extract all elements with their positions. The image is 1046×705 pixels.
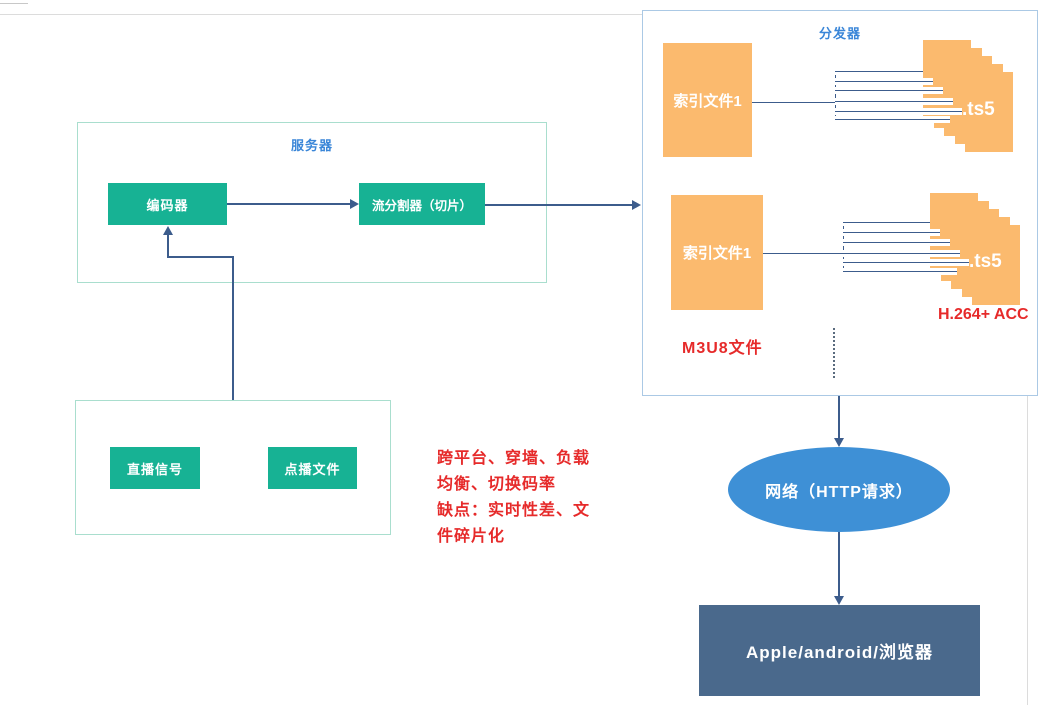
fan-2-branch-line bbox=[843, 219, 930, 226]
server-frame-title: 服务器 bbox=[290, 138, 333, 153]
stream-splitter-node-label: 流分割器（切片） bbox=[371, 198, 472, 213]
index1-to-fan-line bbox=[752, 102, 836, 103]
index-file-1-node: 索引文件1 bbox=[663, 43, 752, 157]
top-rule-line bbox=[0, 14, 642, 15]
index-file-2-node: 索引文件1 bbox=[671, 195, 763, 310]
live-signal-node-label: 直播信号 bbox=[126, 461, 183, 477]
elbow-to-encoder-line bbox=[167, 233, 169, 258]
fan-2-branch-line bbox=[843, 268, 957, 275]
fan-2-branch-line bbox=[843, 250, 960, 257]
notes-line-1: 跨平台、穿墙、负载 bbox=[437, 450, 591, 467]
fan-1-branch-line bbox=[835, 68, 923, 75]
notes-line-2: 均衡、切换码率 bbox=[437, 476, 557, 493]
vod-file-node: 点播文件 bbox=[268, 447, 357, 489]
network-to-client-arrowhead bbox=[834, 596, 844, 605]
ts-stack-2-label: .ts5 bbox=[969, 251, 1002, 272]
index2-to-fan-line bbox=[763, 253, 843, 254]
network-node: 网络（HTTP请求） bbox=[728, 447, 950, 532]
index-file-2-label: 索引文件1 bbox=[682, 245, 752, 262]
m3u8-label: M3U8文件 bbox=[682, 340, 763, 357]
fan-1-branch-line bbox=[835, 98, 953, 105]
stream-splitter-node: 流分割器（切片） bbox=[359, 183, 485, 225]
ts-stack-1-label: .ts5 bbox=[962, 99, 995, 120]
ts-paper bbox=[972, 225, 1020, 305]
notes-line-4: 件碎片化 bbox=[437, 528, 506, 545]
codec-label: H.264+ ACC bbox=[938, 306, 1029, 323]
top-left-tick bbox=[0, 3, 28, 4]
distributor-to-network-line bbox=[838, 396, 840, 440]
fan-2-branch-line bbox=[843, 229, 940, 236]
live-signal-node: 直播信号 bbox=[110, 447, 200, 489]
fan-1-vertical-line bbox=[835, 71, 836, 120]
fan-2-branch-line bbox=[843, 239, 950, 246]
fan-1-branch-line bbox=[835, 78, 933, 85]
index-file-1-label: 索引文件1 bbox=[673, 92, 742, 110]
notes-text: 跨平台、穿墙、负载 均衡、切换码率 缺点：实时性差、文 件碎片化 bbox=[437, 446, 617, 550]
encoder-node: 编码器 bbox=[108, 183, 227, 225]
encoder-to-splitter-arrowhead bbox=[350, 199, 359, 209]
network-node-label: 网络（HTTP请求） bbox=[765, 483, 913, 501]
source-to-elbow-line bbox=[232, 257, 234, 400]
fan-1-branch-line bbox=[835, 108, 962, 115]
ts-paper bbox=[965, 72, 1013, 152]
elbow-horizontal-line bbox=[168, 256, 234, 258]
distributor-to-network-arrowhead bbox=[834, 438, 844, 447]
client-node-label: Apple/android/浏览器 bbox=[746, 643, 933, 662]
elbow-to-encoder-arrowhead bbox=[163, 226, 173, 235]
splitter-to-distributor-line bbox=[485, 204, 632, 206]
encoder-to-splitter-line bbox=[227, 203, 351, 205]
splitter-to-distributor-arrowhead bbox=[632, 200, 641, 210]
encoder-node-label: 编码器 bbox=[146, 197, 189, 213]
fan-1-branch-line bbox=[835, 116, 950, 123]
distributor-frame-title: 分发器 bbox=[818, 26, 861, 41]
notes-line-3: 缺点：实时性差、文 bbox=[437, 502, 591, 519]
fan-1-branch-line bbox=[835, 87, 943, 94]
network-to-client-line bbox=[838, 532, 840, 598]
vod-file-node-label: 点播文件 bbox=[284, 461, 341, 477]
more-items-dotted-line bbox=[833, 328, 835, 378]
right-rule-line bbox=[1027, 396, 1028, 705]
fan-2-branch-line bbox=[843, 259, 969, 266]
fan-2-vertical-line bbox=[843, 222, 844, 273]
client-node: Apple/android/浏览器 bbox=[699, 605, 980, 696]
